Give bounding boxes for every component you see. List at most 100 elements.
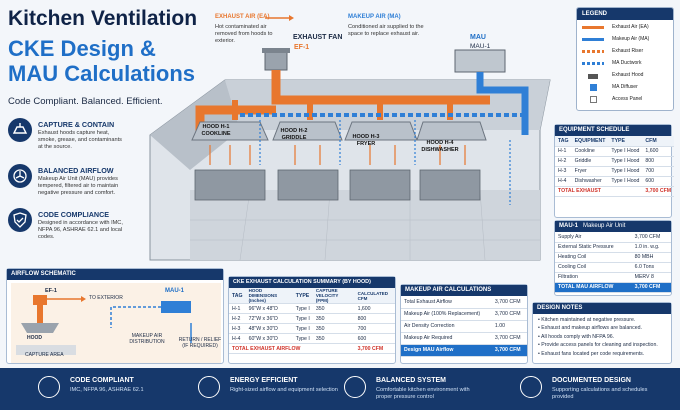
footer-item-desc: Supporting calculations and schedules pr… (552, 387, 648, 400)
hood-sub: GRIDDLE (281, 135, 307, 141)
hood-tag: HOOD H-2 (280, 128, 308, 134)
fan-icon (8, 164, 32, 188)
footer-item-desc: IMC, NFPA 96, ASHRAE 62.1 (70, 387, 144, 393)
target-icon (198, 376, 220, 398)
feature-airflow: BALANCED AIRFLOW Makeup Air Unit (MAU) p… (8, 164, 124, 204)
page-title-line3: MAU Calculations (8, 61, 196, 86)
kitchen-illustration (149, 48, 551, 261)
equipment-schedule-title: EQUIPMENT SCHEDULE (555, 125, 671, 136)
airflow-schematic-panel: AIRFLOW SCHEMATIC EF-1 TO EXTERIOR MAU-1… (6, 268, 224, 364)
feature-capture: CAPTURE & CONTAIN Exhaust hoods capture … (8, 118, 124, 158)
footer-item: ENERGY EFFICIENT Right-sized airflow and… (198, 376, 348, 404)
list-item: • Kitchen maintained at negative pressur… (538, 317, 636, 323)
page-title-line1: Kitchen Ventilation (8, 7, 198, 30)
schematic-mau-label: MAU-1 (165, 288, 184, 294)
document-icon (520, 376, 542, 398)
mau-panel-title: MAU-1 Makeup Air Unit (555, 221, 671, 232)
footer-item: DOCUMENTED DESIGN Supporting calculation… (520, 376, 670, 404)
hood-icon (8, 118, 32, 142)
page-title-line2: CKE Design & (8, 36, 156, 61)
schematic-to-exterior: TO EXTERIOR (89, 295, 123, 301)
cke-calc-panel: CKE EXHAUST CALCULATION SUMMARY (BY HOOD… (228, 276, 396, 364)
footer-item-desc: Comfortable kitchen environment with pro… (376, 387, 470, 400)
feature-desc: Exhaust hoods capture heat, smoke, greas… (38, 130, 122, 150)
makeup-air-callout-label: MAKEUP AIR (MA) (348, 14, 401, 20)
design-notes-panel: DESIGN NOTES • Kitchen maintained at neg… (532, 302, 672, 364)
hood-sub: FRYER (356, 141, 376, 147)
cke-calc-table: TAG HOOD DIMENSIONS (Inches) TYPE CAPTUR… (229, 288, 395, 354)
feature-compliance: CODE COMPLIANCE Designed in accordance w… (8, 208, 124, 248)
shield-check-icon (8, 208, 32, 232)
hood-sub: DISHWASHER (421, 147, 459, 153)
hood-tag: HOOD H-3 (352, 134, 380, 140)
footer-item-title: BALANCED SYSTEM (376, 377, 447, 384)
exhaust-air-callout-desc: Hot contaminated air removed from hoods … (215, 24, 273, 44)
schematic-drawing (11, 283, 221, 363)
feature-desc: Designed in accordance with IMC, NFPA 96… (38, 220, 123, 240)
feature-title: CAPTURE & CONTAIN (38, 120, 115, 129)
footer-item: BALANCED SYSTEM Comfortable kitchen envi… (344, 376, 494, 404)
schematic-hood-label: HOOD (27, 335, 42, 341)
legend-panel: LEGEND Exhaust Air (EA) Makeup Air (MA) … (576, 7, 674, 111)
design-notes-title: DESIGN NOTES (533, 303, 671, 314)
exhaust-arrow-icon (265, 15, 294, 21)
shield-check-icon (38, 376, 60, 398)
exhaust-fan-id: EF-1 (294, 44, 310, 51)
tagline: Code Compliant. Balanced. Efficient. (8, 96, 163, 107)
makeup-dash-icon (346, 15, 351, 21)
hood-sub: COOKLINE (201, 131, 231, 137)
legend-title: LEGEND (577, 8, 673, 20)
schematic-ef-label: EF-1 (45, 288, 57, 294)
airflow-schematic-title: AIRFLOW SCHEMATIC (7, 269, 223, 280)
feature-desc: Makeup Air Unit (MAU) provides tempered,… (38, 176, 119, 196)
list-item: • Provide access panels for cleaning and… (538, 342, 658, 349)
list-item: • Exhaust fans located per code requirem… (538, 350, 645, 357)
mau-id: MAU-1 (470, 43, 491, 50)
schematic-capture-area: CAPTURE AREA (25, 352, 64, 358)
hood-tag: HOOD H-1 (202, 124, 230, 130)
exhaust-air-callout-label: EXHAUST AIR (EA) (215, 14, 270, 20)
footer-bar: CODE COMPLIANT IMC, NFPA 96, ASHRAE 62.1… (0, 368, 680, 410)
feature-title: CODE COMPLIANCE (38, 210, 110, 219)
scale-icon (344, 376, 366, 398)
hood-tag: HOOD H-4 (426, 140, 454, 146)
design-notes-list: • Kitchen maintained at negative pressur… (533, 314, 671, 360)
table-row: Makeup Air (100% Replacement)3,700 CFM (401, 308, 527, 321)
mau-label: MAU (470, 34, 486, 41)
mua-calc-title: MAKEUP AIR CALCULATIONS (401, 285, 527, 296)
feature-title: BALANCED AIRFLOW (38, 166, 114, 175)
makeup-air-callout-desc: Conditioned air supplied to the space to… (348, 24, 424, 37)
list-item: • All hoods comply with NFPA 96. (538, 333, 615, 340)
footer-item-title: ENERGY EFFICIENT (230, 377, 298, 384)
footer-item-title: CODE COMPLIANT (70, 377, 134, 384)
list-item: • Exhaust and makeup airflows are balanc… (538, 325, 642, 332)
